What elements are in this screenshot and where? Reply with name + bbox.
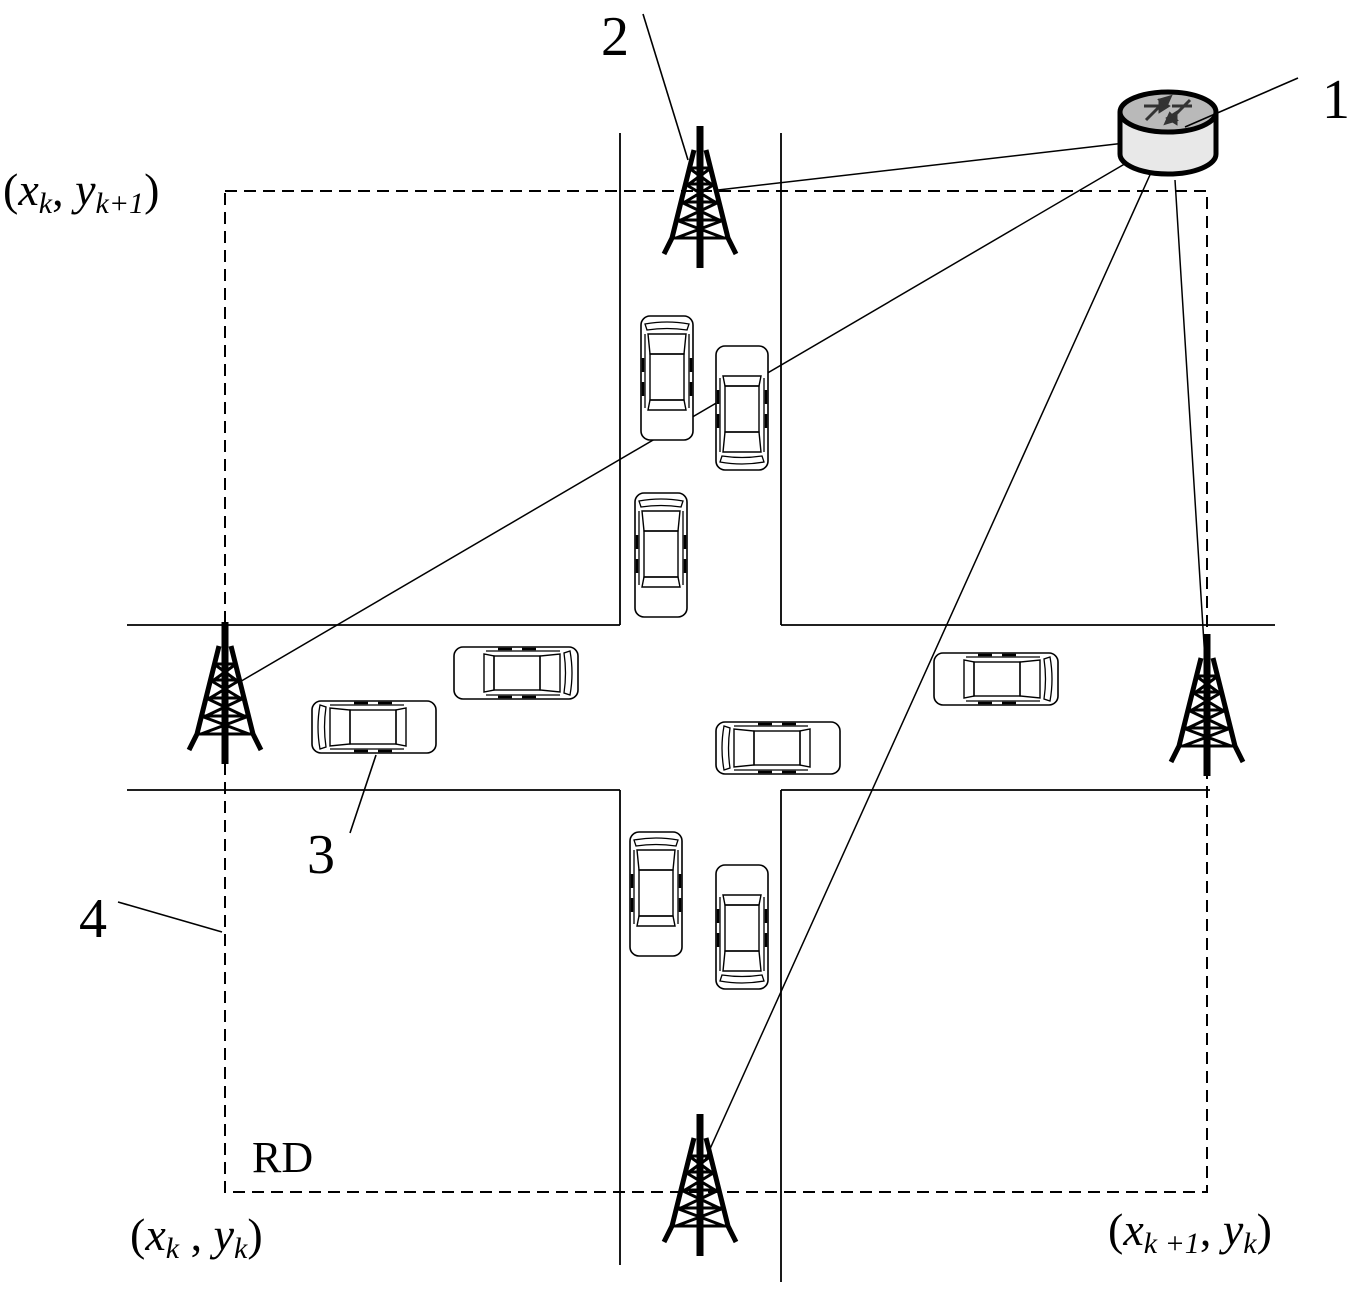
coordinate-top-left: (xk, yk+1)	[3, 164, 159, 220]
car-icon	[716, 346, 768, 470]
region-name: RD	[252, 1133, 313, 1182]
region-label: 4	[79, 888, 107, 950]
car-icon	[716, 722, 840, 774]
router-label: 1	[1322, 69, 1350, 131]
car-icon	[641, 316, 693, 440]
car-icon	[635, 493, 687, 617]
road-network	[127, 133, 1275, 1282]
router-links	[238, 135, 1205, 1160]
car-icon	[454, 647, 578, 699]
cell-tower-icon	[664, 1114, 736, 1256]
router-icon	[1120, 92, 1216, 174]
tower-label: 2	[601, 6, 629, 68]
cell-tower-icon	[189, 622, 261, 764]
coordinate-bottom-left: (xk , yk)	[130, 1209, 263, 1265]
car-icon	[630, 832, 682, 956]
car-icon	[312, 701, 436, 753]
cell-tower-icon	[1171, 634, 1243, 776]
coordinate-bottom-right: (xk +1, yk)	[1108, 1204, 1272, 1260]
vehicle-label: 3	[307, 824, 335, 886]
car-icon	[934, 653, 1058, 705]
car-icon	[716, 865, 768, 989]
region-boundary	[225, 191, 1207, 1192]
cell-tower-icon	[664, 126, 736, 268]
